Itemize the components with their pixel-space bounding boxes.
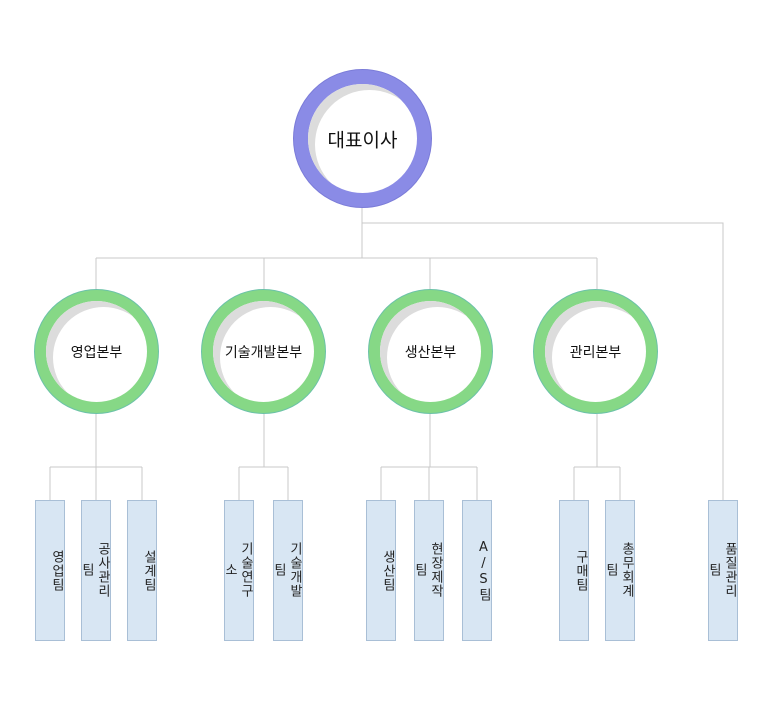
team-box: 생산팀	[366, 500, 396, 641]
team-label: 영업팀	[49, 549, 64, 592]
division-node-admin: 관리본부	[533, 289, 658, 414]
division-label-sales: 영업본부	[70, 344, 123, 361]
team-label: 기술개발팀	[271, 542, 302, 599]
team-label: 공사관리팀	[79, 542, 110, 599]
division-node-tech: 기술개발본부	[201, 289, 326, 414]
team-box: 설계팀	[127, 500, 157, 641]
team-label: 현장제작팀	[412, 542, 443, 599]
division-node-inner: 기술개발본부	[213, 301, 314, 402]
team-box: 기술개발팀	[271, 500, 303, 641]
team-label: 기술연구소	[222, 542, 253, 599]
team-box: A/S팀	[462, 500, 492, 641]
division-node-inner: 생산본부	[380, 301, 481, 402]
division-node-inner: 영업본부	[46, 301, 147, 402]
ceo-node: 대표이사	[293, 69, 432, 208]
team-label-quality: 품질관리팀	[706, 542, 737, 599]
team-box: 기술연구소	[222, 500, 254, 641]
team-label: 구매팀	[573, 549, 588, 592]
team-label: A/S팀	[476, 539, 491, 602]
team-box-quality: 품질관리팀	[706, 500, 738, 641]
team-box: 구매팀	[559, 500, 589, 641]
team-box: 현장제작팀	[412, 500, 444, 641]
division-label-tech: 기술개발본부	[224, 344, 303, 361]
quality-connector	[362, 222, 724, 500]
team-label: 생산팀	[380, 549, 395, 592]
team-box: 영업팀	[35, 500, 65, 641]
division-label-admin: 관리본부	[569, 344, 622, 361]
division-label-production: 생산본부	[404, 344, 457, 361]
ceo-node-inner: 대표이사	[308, 84, 417, 193]
division-node-sales: 영업본부	[34, 289, 159, 414]
division-node-inner: 관리본부	[545, 301, 646, 402]
division-node-production: 생산본부	[368, 289, 493, 414]
team-label: 총무회계팀	[603, 542, 634, 599]
team-box: 공사관리팀	[79, 500, 111, 641]
ceo-label: 대표이사	[327, 129, 398, 151]
team-label: 설계팀	[141, 549, 156, 592]
team-box: 총무회계팀	[603, 500, 635, 641]
